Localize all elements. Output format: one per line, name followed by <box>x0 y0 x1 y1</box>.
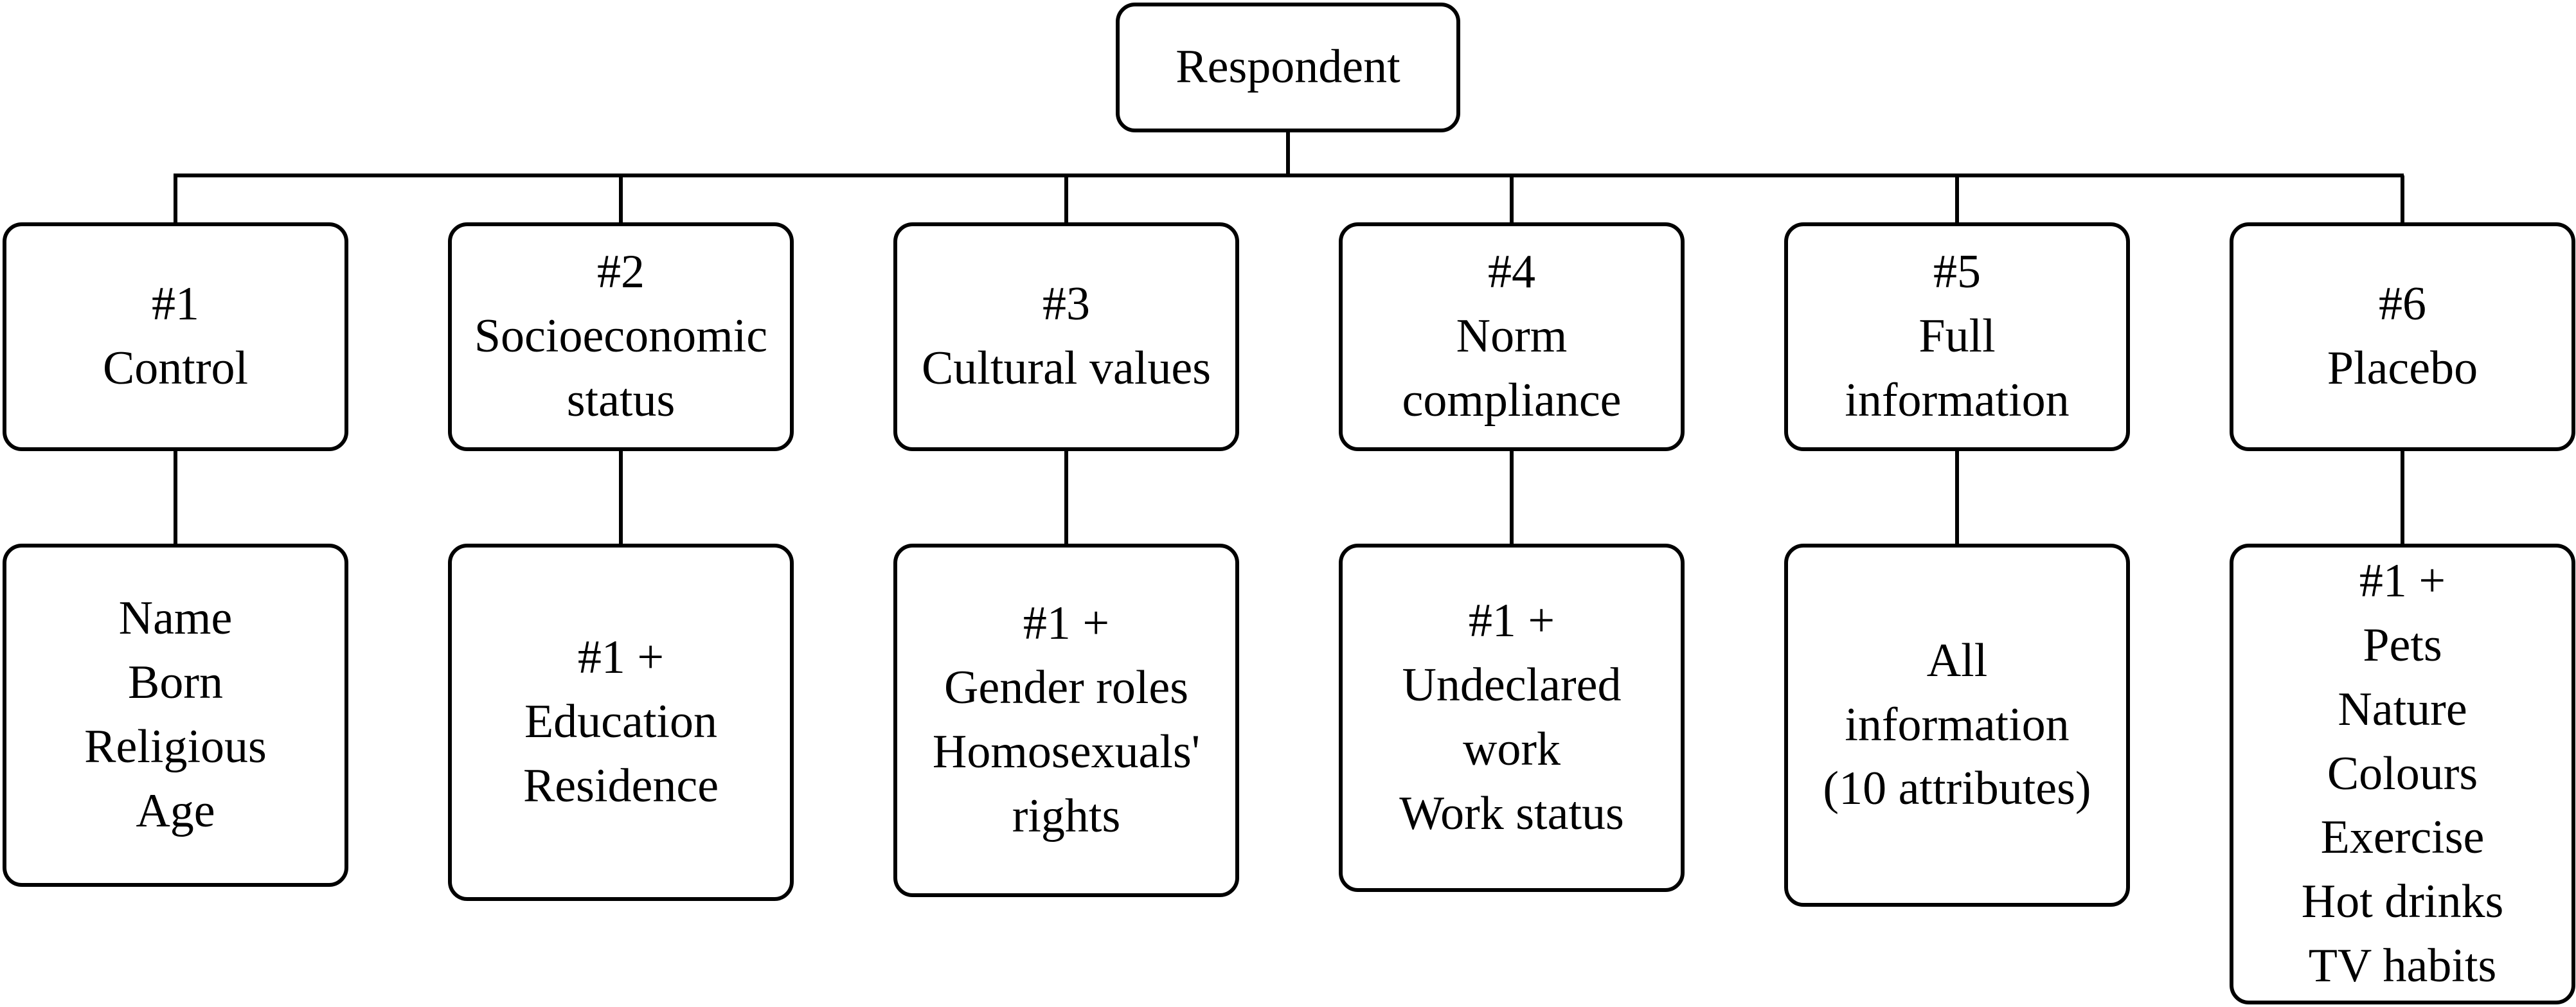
attribute-line: #1 + <box>577 631 665 684</box>
attribute-line: #1 + <box>1023 597 1110 650</box>
treatment-node-1: #1 Control <box>3 222 348 451</box>
respondent-node: Respondent <box>1116 3 1460 132</box>
treatment-title-line: Placebo <box>2327 342 2478 395</box>
attribute-line: Nature <box>2338 682 2467 736</box>
attribute-line: Undeclared <box>1402 659 1622 712</box>
treatment-number: #6 <box>2379 278 2426 331</box>
attribute-line: rights <box>1012 789 1121 842</box>
treatment-number: #4 <box>1488 245 1535 299</box>
attribute-line: Name <box>118 592 233 645</box>
treatment-number: #1 <box>152 278 199 331</box>
treatment-title-line: compliance <box>1402 373 1622 427</box>
attribute-line: Hot drinks <box>2301 875 2504 929</box>
treatment-title-line: Socioeconomic <box>474 310 768 363</box>
treatment-number: #3 <box>1042 278 1090 331</box>
attribute-line: Education <box>524 695 717 749</box>
attribute-line: All <box>1926 634 1988 687</box>
respondent-label: Respondent <box>1176 40 1400 94</box>
attribute-line: Exercise <box>2320 811 2485 864</box>
attribute-line: #1 + <box>1468 594 1555 648</box>
attributes-node-3: #1 + Gender roles Homosexuals' rights <box>893 544 1239 897</box>
attribute-line: Work status <box>1399 787 1624 840</box>
attribute-line: Colours <box>2327 747 2478 800</box>
attributes-node-4: #1 + Undeclared work Work status <box>1339 544 1685 892</box>
attribute-line: Residence <box>523 759 719 812</box>
attribute-line: Born <box>128 656 223 709</box>
attribute-line: (10 attributes) <box>1823 762 2091 815</box>
attribute-line: information <box>1845 698 2070 751</box>
treatment-node-6: #6 Placebo <box>2230 222 2575 451</box>
treatment-number: #5 <box>1933 245 1981 299</box>
attribute-line: Gender roles <box>944 661 1189 715</box>
treatment-title-line: status <box>566 373 675 427</box>
attributes-node-6: #1 + Pets Nature Colours Exercise Hot dr… <box>2230 544 2575 1004</box>
attributes-node-1: Name Born Religious Age <box>3 544 348 887</box>
treatment-node-4: #4 Norm compliance <box>1339 222 1685 451</box>
attributes-node-5: All information (10 attributes) <box>1784 544 2130 907</box>
attribute-line: Homosexuals' <box>932 726 1201 778</box>
treatment-node-5: #5 Full information <box>1784 222 2130 451</box>
treatment-title-line: Cultural values <box>921 342 1212 395</box>
attributes-node-2: #1 + Education Residence <box>448 544 794 901</box>
attribute-line: Religious <box>84 720 267 773</box>
treatment-number: #2 <box>597 245 645 299</box>
attribute-line: TV habits <box>2308 940 2497 993</box>
attribute-line: Age <box>136 784 215 837</box>
treatment-node-2: #2 Socioeconomic status <box>448 222 794 451</box>
treatment-title-line: Norm <box>1456 310 1568 363</box>
treatment-title-line: Control <box>102 342 249 395</box>
attribute-line: work <box>1462 723 1561 776</box>
attribute-line: Pets <box>2363 618 2442 672</box>
treatment-node-3: #3 Cultural values <box>893 222 1239 451</box>
treatment-title-line: information <box>1845 373 2070 427</box>
treatment-title-line: Full <box>1919 310 1996 363</box>
attribute-line: #1 + <box>2359 554 2446 607</box>
